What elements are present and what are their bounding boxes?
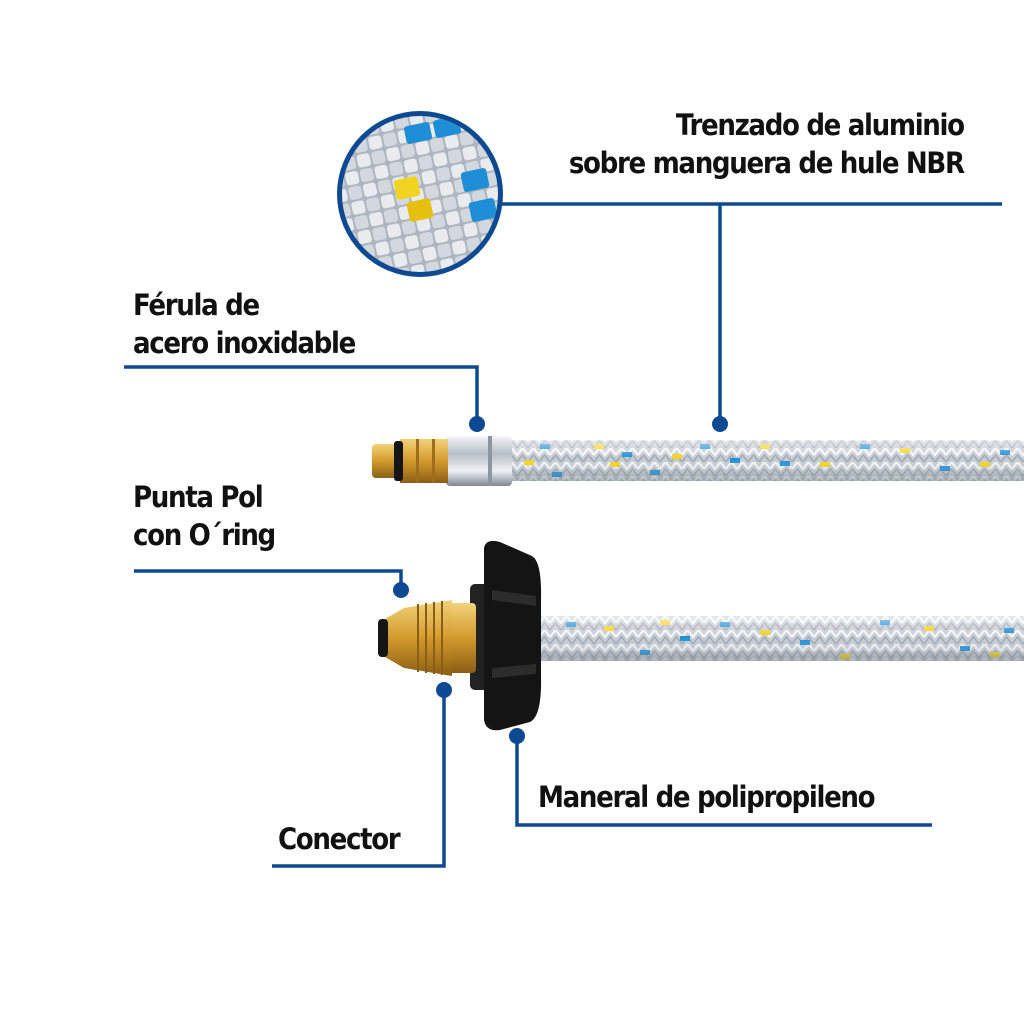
callout-ferula-line1: Férula de xyxy=(133,288,260,322)
dot-conector xyxy=(436,682,452,698)
callout-maneral-text: Maneral de polipropileno xyxy=(538,780,876,814)
callout-punta-line2: con O´ring xyxy=(133,518,276,552)
leader-maneral xyxy=(515,736,932,827)
brass-nipple xyxy=(372,439,448,483)
callout-conector: Conector xyxy=(278,820,401,858)
leader-ferula xyxy=(124,365,479,424)
callout-punta-line1: Punta Pol xyxy=(133,480,264,514)
callout-conector-text: Conector xyxy=(278,822,401,856)
steel-ferrule xyxy=(446,436,512,486)
leader-conector xyxy=(272,690,446,868)
dot-ferula xyxy=(469,416,485,432)
handwheel xyxy=(470,540,542,731)
dot-trenzado xyxy=(712,416,728,432)
pol-brass-tip xyxy=(378,600,476,676)
leader-punta xyxy=(134,569,403,590)
callout-maneral: Maneral de polipropileno xyxy=(538,778,876,816)
callout-trenzado: Trenzado de aluminio sobre manguera de h… xyxy=(569,106,965,182)
dot-punta xyxy=(393,582,409,598)
leader-dots xyxy=(393,416,728,744)
upper-hose xyxy=(510,440,1024,481)
braid-closeup-icon xyxy=(337,111,503,277)
callout-trenzado-line2: sobre manguera de hule NBR xyxy=(569,146,965,180)
dot-maneral xyxy=(509,728,525,744)
callout-punta: Punta Pol con O´ring xyxy=(133,478,276,554)
callout-ferula-line2: acero inoxidable xyxy=(133,326,356,360)
callout-trenzado-line1: Trenzado de aluminio xyxy=(676,108,965,142)
callout-ferula: Férula de acero inoxidable xyxy=(133,286,356,362)
lower-hose xyxy=(536,616,1024,661)
